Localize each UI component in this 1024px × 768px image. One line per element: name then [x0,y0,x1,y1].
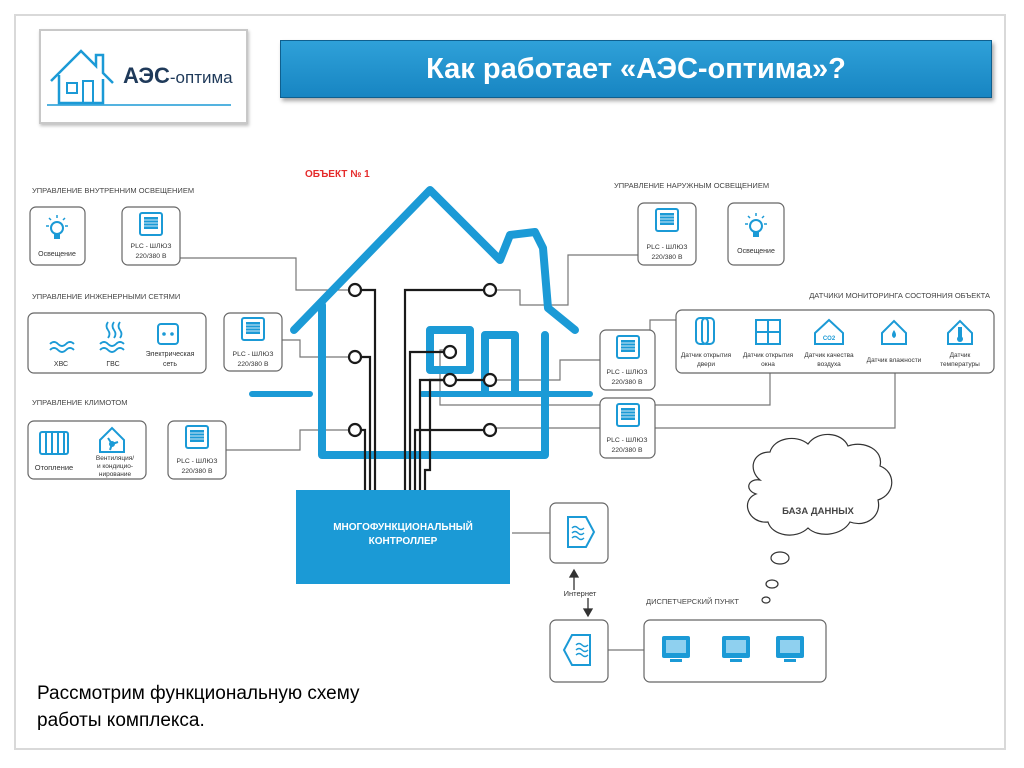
slide-frame [14,14,1006,750]
database-cloud: БАЗА ДАННЫХ [746,433,893,604]
indoor-lighting-label: Освещение [38,251,76,258]
internal-wiring [355,288,490,490]
group-outdoor-lighting: УПРАВЛЕНИЕ НАРУЖНЫМ ОСВЕЩЕНИЕМ [614,181,769,190]
indoor-lighting-box: Освещение [29,206,86,266]
caption: Рассмотрим функциональную схему работы к… [37,680,417,734]
page-title: Как работает «АЭС-оптима»? [426,53,846,85]
plc-label-2: 220/380 В [136,253,167,260]
caption-line-1: Рассмотрим функциональную схему [37,683,360,704]
plc-label-1: PLC - ШЛЮЗ [607,437,648,444]
group-dispatch: ДИСПЕТЧЕРСКИЙ ПУНКТ [646,597,739,606]
group-engineering: УПРАВЛЕНИЕ ИНЖЕНЕРНЫМИ СЕТЯМИ [32,292,180,301]
engineering-box: ХВС ГВС Электрическая сеть [27,312,207,374]
co2-label: CO2 [823,336,836,342]
power-label-1: Электрическая [146,351,195,358]
door-label-2: двери [697,361,715,368]
plc-label-2: 220/380 В [612,379,643,386]
plc-label-1: PLC - ШЛЮЗ [233,351,274,358]
ventilation-icon [99,426,125,453]
dispatch-box [643,619,827,683]
plc-label-1: PLC - ШЛЮЗ [131,243,172,250]
outdoor-lighting-label: Освещение [737,248,775,255]
plc-gateway-lower-right: PLC - ШЛЮЗ 220/380 В [599,397,656,459]
door-sensor-icon [695,317,715,345]
power-label-2: сеть [163,361,177,368]
heating-label: Отопление [35,463,73,472]
controller-label-2: КОНТРОЛЛЕР [369,536,438,547]
humidity-label: Датчик влажности [867,357,922,364]
outdoor-lighting-box: Освещение [727,202,785,266]
plc-icon [185,425,209,449]
gvs-label: ГВС [106,361,119,368]
plc-label-2: 220/380 В [182,468,213,475]
temperature-icon [947,319,973,345]
vent-label-2: и кондицио- [97,463,133,470]
water-cold-icon [49,341,75,353]
caption-line-2: работы комплекса. [37,710,205,731]
wire-nodes [347,282,498,438]
plc-gateway-engineering: PLC - ШЛЮЗ 220/380 В [223,312,283,372]
door-label-1: Датчик открытия [681,352,732,359]
house-outline [290,186,579,459]
window-label-2: окна [761,361,775,368]
window-label-1: Датчик открытия [743,352,794,359]
plc-icon [616,335,640,359]
vent-label-1: Вентиляция/ [96,455,134,462]
plc-icon [241,317,265,341]
temp-label-2: температуры [940,361,980,368]
object-label: ОБЪЕКТ № 1 [305,169,370,180]
air-label-2: воздуха [817,361,841,368]
hvs-label: ХВС [54,361,68,368]
plc-icon [655,208,679,232]
sensors-box: Датчик открытия двери Датчик открытия ок… [675,309,995,374]
humidity-icon [881,319,907,345]
air-label-1: Датчик качества [804,352,854,359]
modem-upper [549,502,609,564]
company-logo: АЭС-оптима [39,29,248,124]
plc-label-1: PLC - ШЛЮЗ [177,458,218,465]
connector-lines [180,254,896,651]
group-climate: УПРАВЛЕНИЕ КЛИМОТОМ [32,398,127,407]
plc-label-2: 220/380 В [652,254,683,261]
house-logo-icon [47,49,231,106]
plc-icon [616,403,640,427]
plc-label-2: 220/380 В [612,447,643,454]
group-sensors: ДАТЧИКИ МОНИТОРИНГА СОСТОЯНИЯ ОБЪЕКТА [809,291,990,300]
power-socket-icon [157,323,179,345]
plc-label-1: PLC - ШЛЮЗ [647,244,688,251]
controller-label-1: МНОГОФУНКЦИОНАЛЬНЫЙ [333,520,473,533]
logo-text: АЭС-оптима [123,63,233,89]
temp-label-1: Датчик [950,352,971,359]
modem-lower [549,619,609,683]
title-bar: Как работает «АЭС-оптима»? [280,40,992,98]
plc-label-1: PLC - ШЛЮЗ [607,369,648,376]
plc-gateway-sensors: PLC - ШЛЮЗ 220/380 В [599,329,656,391]
air-quality-icon: CO2 [814,318,844,345]
climate-box: Отопление Вентиляция/ и кондицио- нирова… [27,420,147,480]
database-label: БАЗА ДАННЫХ [782,506,854,517]
plc-icon [139,212,163,236]
water-hot-icon [99,321,125,353]
plc-gateway-climate: PLC - ШЛЮЗ 220/380 В [167,420,227,480]
logo-sub: -оптима [169,68,233,87]
plc-label-2: 220/380 В [238,361,269,368]
logo-main: АЭС [123,63,170,88]
internet-label: Интернет [564,589,597,598]
plc-gateway-outdoor: PLC - ШЛЮЗ 220/380 В [637,202,697,266]
multifunction-controller: МНОГОФУНКЦИОНАЛЬНЫЙ КОНТРОЛЛЕР [296,490,510,584]
group-indoor-lighting: УПРАВЛЕНИЕ ВНУТРЕННИМ ОСВЕЩЕНИЕМ [32,186,194,195]
window-sensor-icon [755,319,781,345]
plc-gateway-indoor: PLC - ШЛЮЗ 220/380 В [121,206,181,266]
vent-label-3: нирование [99,471,132,478]
radiator-icon [39,431,69,455]
internet-arrows [568,568,594,618]
